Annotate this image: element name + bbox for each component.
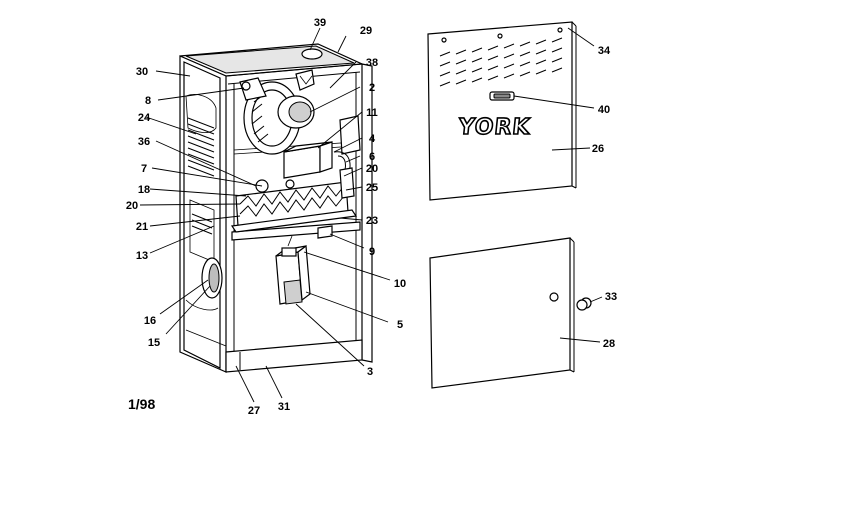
- callout-labels: 39 29 30 38 8 2 11 24 4 36 6 7 20 18 25 …: [126, 17, 617, 417]
- callout-8: 8: [145, 95, 151, 107]
- lower-access-door: [429, 237, 592, 389]
- callout-34: 34: [598, 45, 611, 57]
- inducer-motor-assembly: [239, 69, 315, 155]
- date-code: 1/98: [128, 396, 155, 412]
- callout-25: 25: [366, 182, 378, 194]
- brand-logo: YORK: [456, 115, 531, 140]
- callout-3: 3: [367, 366, 373, 378]
- callout-38: 38: [366, 57, 378, 69]
- callout-6: 6: [369, 151, 375, 163]
- callout-39: 39: [314, 17, 326, 29]
- callout-13: 13: [136, 250, 148, 262]
- burner-assembly: [230, 167, 358, 239]
- callout-9: 9: [369, 246, 375, 258]
- callout-36: 36: [138, 136, 150, 148]
- callout-7: 7: [141, 163, 147, 175]
- callout-40: 40: [598, 104, 610, 116]
- furnace-cabinet: [179, 43, 373, 373]
- door-louvers: [439, 37, 563, 87]
- callout-33: 33: [605, 291, 617, 303]
- callout-11: 11: [366, 107, 378, 119]
- leader-lines: [139, 27, 603, 403]
- callout-29: 29: [360, 25, 372, 37]
- callout-20-upper: 20: [366, 163, 378, 175]
- callout-31: 31: [278, 401, 290, 413]
- callout-28: 28: [603, 338, 615, 350]
- callout-16: 16: [144, 315, 156, 327]
- callout-2: 2: [369, 82, 375, 94]
- callout-27: 27: [248, 405, 260, 417]
- callout-24: 24: [138, 112, 151, 124]
- control-module: [275, 235, 311, 305]
- callout-4: 4: [369, 133, 376, 145]
- callout-30: 30: [136, 66, 148, 78]
- callout-18: 18: [138, 184, 150, 196]
- upper-access-door: YORK: [427, 21, 577, 201]
- callout-5: 5: [397, 319, 403, 331]
- callout-23: 23: [366, 215, 378, 227]
- callout-20-lower: 20: [126, 200, 138, 212]
- callout-21: 21: [136, 221, 148, 233]
- callout-26: 26: [592, 143, 604, 155]
- callout-15: 15: [148, 337, 160, 349]
- callout-10: 10: [394, 278, 406, 290]
